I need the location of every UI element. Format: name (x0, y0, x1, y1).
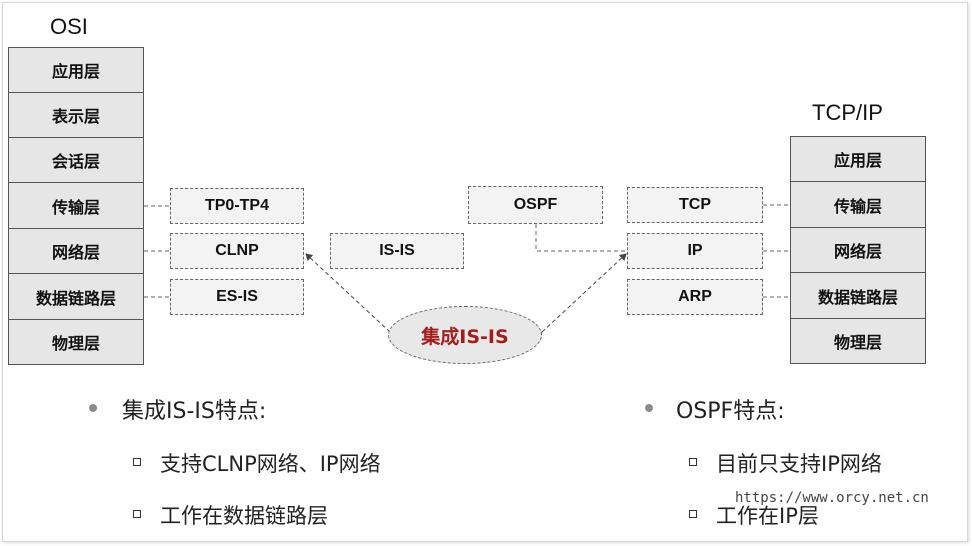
proto-arp: ARP (627, 279, 763, 315)
ospf-features-title: OSPF特点: (676, 399, 785, 424)
proto-ospf: OSPF (468, 186, 603, 224)
tcpip-layer-application: 应用层 (790, 136, 926, 182)
proto-tp0-tp4: TP0-TP4 (170, 188, 304, 224)
arrow-isis-clnp (305, 253, 398, 340)
proto-clnp: CLNP (170, 233, 304, 269)
square-bullet-icon (689, 510, 697, 518)
tcpip-title: TCP/IP (812, 100, 883, 125)
tcpip-layer-network: 网络层 (790, 227, 926, 273)
tcpip-layer-transport: 传输层 (790, 181, 926, 228)
tcpip-layer-physical: 物理层 (790, 318, 926, 364)
ospf-feature-item: 目前只支持IP网络 (716, 452, 882, 476)
osi-layer-presentation: 表示层 (8, 92, 144, 138)
integrated-isis-ellipse: 集成IS-IS (388, 306, 542, 364)
osi-layer-application: 应用层 (8, 47, 144, 93)
watermark: https://www.orcy.net.cn (735, 490, 929, 506)
osi-layer-session: 会话层 (8, 137, 144, 183)
osi-layer-network: 网络层 (8, 228, 144, 274)
proto-is-is: IS-IS (330, 233, 464, 269)
bullet-dot-icon (645, 404, 653, 412)
arrow-isis-ip (534, 253, 627, 340)
isis-features-title: 集成IS-IS特点: (122, 399, 267, 424)
proto-ip: IP (627, 233, 763, 269)
proto-tcp: TCP (627, 187, 763, 223)
square-bullet-icon (133, 458, 141, 466)
tcpip-layer-datalink: 数据链路层 (790, 272, 926, 319)
connector-ospf-ip (535, 224, 627, 252)
ospf-feature-item: 工作在IP层 (716, 504, 819, 528)
square-bullet-icon (689, 458, 697, 466)
isis-feature-item: 工作在数据链路层 (160, 504, 328, 528)
proto-es-is: ES-IS (170, 279, 304, 315)
osi-layer-datalink: 数据链路层 (8, 273, 144, 320)
bullet-dot-icon (89, 404, 97, 412)
isis-feature-item: 支持CLNP网络、IP网络 (160, 452, 381, 476)
square-bullet-icon (133, 510, 141, 518)
osi-layer-transport: 传输层 (8, 182, 144, 229)
osi-title: OSI (50, 14, 88, 39)
osi-layer-physical: 物理层 (8, 319, 144, 365)
